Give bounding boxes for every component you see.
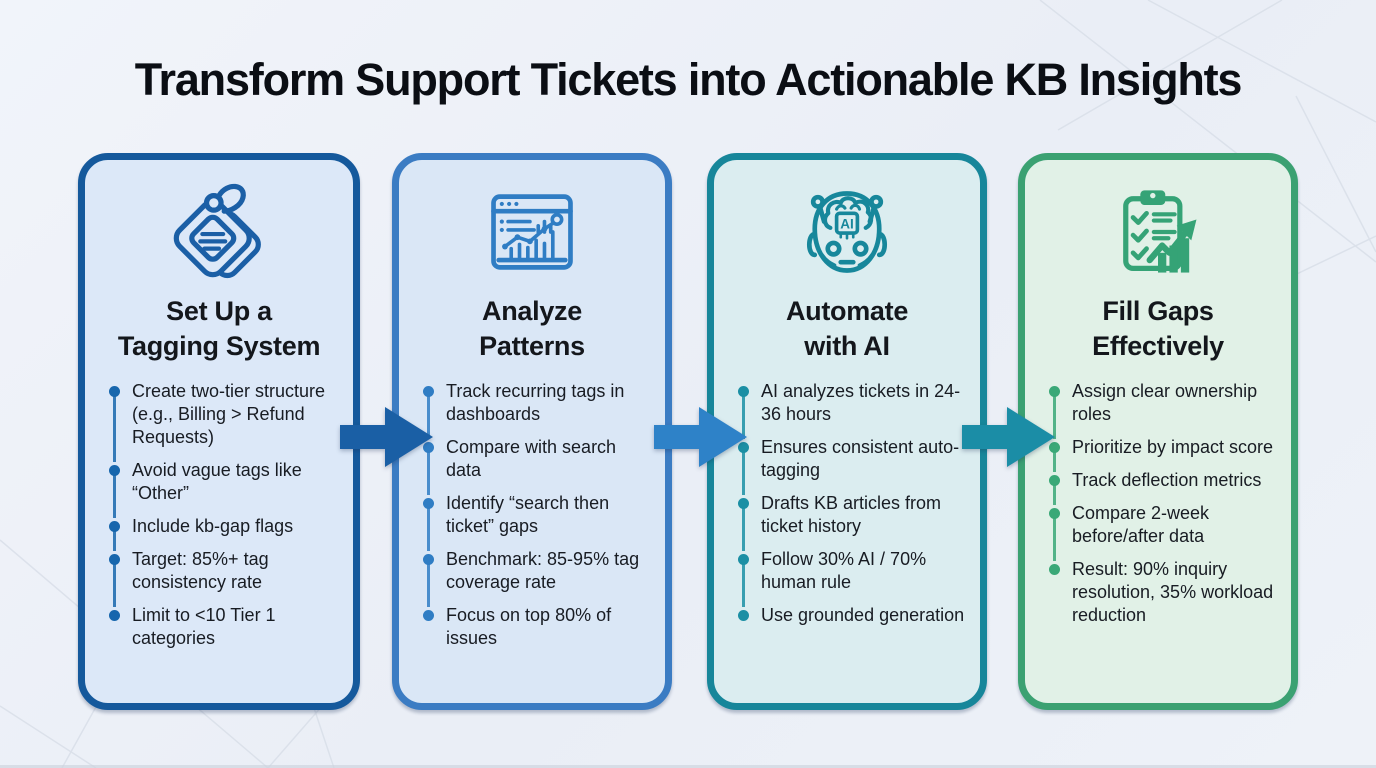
- bullet-text: Assign clear ownership roles: [1072, 381, 1258, 424]
- bullet-text: Compare with search data: [446, 437, 617, 480]
- bullet-text: Identify “search then ticket” gaps: [446, 493, 610, 536]
- bullet-list: Create two-tier structure (e.g., Billing…: [85, 380, 353, 650]
- bullet-item: Result: 90% inquiry resolution, 35% work…: [1049, 558, 1281, 627]
- dashboard-chart-icon: [491, 194, 573, 270]
- svg-text:AI: AI: [840, 216, 854, 231]
- bullet-dot: [738, 554, 749, 565]
- card-icon-box: [1025, 180, 1291, 284]
- card-title-line: Fill Gaps: [1102, 296, 1214, 326]
- step-card-automate-with-ai: AI Automate with AI AI analyzes tickets i…: [707, 153, 987, 710]
- bullet-dot: [423, 610, 434, 621]
- bullet-dot: [1049, 508, 1060, 519]
- bullet-dot: [109, 465, 120, 476]
- page-title: Transform Support Tickets into Actionabl…: [134, 54, 1243, 105]
- card-title-line: Set Up a: [166, 296, 272, 326]
- bullet-dot: [1049, 475, 1060, 486]
- bullet-list: Track recurring tags in dashboards Compa…: [399, 380, 665, 650]
- bullet-list: AI analyzes tickets in 24-36 hours Ensur…: [714, 380, 980, 627]
- bullet-dot: [109, 521, 120, 532]
- bullet-dot: [1049, 442, 1060, 453]
- bullet-dot: [738, 386, 749, 397]
- bullet-text: Result: 90% inquiry resolution, 35% work…: [1072, 559, 1274, 625]
- bullet-item: Compare 2-week before/after data: [1049, 502, 1281, 561]
- bullet-item: Drafts KB articles from ticket history: [738, 492, 970, 551]
- card-icon-box: [399, 180, 665, 284]
- tag-icon: [173, 183, 261, 279]
- step-card-tagging-system: Set Up a Tagging System Create two-tier s…: [78, 153, 360, 710]
- bullet-dot: [1049, 386, 1060, 397]
- flow-arrow-icon-3: [962, 407, 1055, 467]
- bullet-item: Target: 85%+ tag consistency rate: [109, 548, 343, 607]
- bullet-dot: [109, 610, 120, 621]
- bullet-text: Target: 85%+ tag consistency rate: [132, 549, 269, 592]
- bullet-text: Benchmark: 85-95% tag coverage rate: [446, 549, 640, 592]
- bullet-item: Limit to <10 Tier 1 categories: [109, 604, 343, 650]
- bullet-text: Drafts KB articles from ticket history: [761, 493, 942, 536]
- bullet-list: Assign clear ownership roles Prioritize …: [1025, 380, 1291, 627]
- bullet-dot: [109, 386, 120, 397]
- bullet-item: Compare with search data: [423, 436, 655, 495]
- bullet-item: Focus on top 80% of issues: [423, 604, 655, 650]
- bullet-item: Prioritize by impact score: [1049, 436, 1281, 472]
- card-title-line: Analyze: [482, 296, 582, 326]
- card-icon-box: [85, 180, 353, 284]
- flow-arrow-icon-1: [340, 407, 433, 467]
- bullet-dot: [109, 554, 120, 565]
- bullet-text: Compare 2-week before/after data: [1072, 503, 1210, 546]
- bottom-edge-line: [0, 765, 1376, 768]
- bullet-dot: [738, 498, 749, 509]
- card-icon-box: AI: [714, 180, 980, 284]
- bullet-item: Use grounded generation: [738, 604, 970, 627]
- ai-robot-icon: AI: [806, 191, 888, 273]
- bullet-item: Include kb-gap flags: [109, 515, 343, 551]
- card-title-line: Effectively: [1092, 331, 1224, 361]
- bullet-text: Focus on top 80% of issues: [446, 605, 612, 648]
- bullet-dot: [1049, 564, 1060, 575]
- bullet-dot: [423, 442, 434, 453]
- flow-arrow-icon-2: [654, 407, 747, 467]
- bullet-item: Ensures consistent auto-tagging: [738, 436, 970, 495]
- bullet-dot: [738, 442, 749, 453]
- bullet-text: Ensures consistent auto-tagging: [761, 437, 960, 480]
- bullet-item: Track deflection metrics: [1049, 469, 1281, 505]
- bullet-dot: [423, 554, 434, 565]
- bullet-text: Limit to <10 Tier 1 categories: [132, 605, 276, 648]
- bullet-dot: [423, 498, 434, 509]
- card-title-line: Automate: [785, 296, 909, 326]
- bullet-text: Create two-tier structure (e.g., Billing…: [132, 381, 326, 447]
- bullet-text: Follow 30% AI / 70% human rule: [761, 549, 927, 592]
- clipboard-growth-icon: [1123, 190, 1197, 273]
- bullet-item: Track recurring tags in dashboards: [423, 380, 655, 439]
- bullet-dot: [423, 386, 434, 397]
- bullet-text: Avoid vague tags like “Other”: [132, 460, 302, 503]
- card-title-line: with AI: [804, 331, 890, 361]
- bullet-item: AI analyzes tickets in 24-36 hours: [738, 380, 970, 439]
- bullet-item: Follow 30% AI / 70% human rule: [738, 548, 970, 607]
- bullet-text: Track deflection metrics: [1072, 470, 1262, 490]
- bullet-item: Create two-tier structure (e.g., Billing…: [109, 380, 343, 462]
- card-title: Set Up a Tagging System: [95, 294, 343, 364]
- card-title: Automate with AI: [724, 294, 970, 364]
- bullet-item: Identify “search then ticket” gaps: [423, 492, 655, 551]
- bullet-text: Include kb-gap flags: [132, 516, 294, 536]
- bullet-item: Benchmark: 85-95% tag coverage rate: [423, 548, 655, 607]
- card-title-line: Tagging System: [117, 331, 321, 361]
- bullet-item: Assign clear ownership roles: [1049, 380, 1281, 439]
- bullet-dot: [738, 610, 749, 621]
- bullet-text: Track recurring tags in dashboards: [446, 381, 625, 424]
- bullet-item: Avoid vague tags like “Other”: [109, 459, 343, 518]
- bullet-text: Use grounded generation: [761, 605, 965, 625]
- bullet-text: AI analyzes tickets in 24-36 hours: [761, 381, 961, 424]
- card-title-line: Patterns: [479, 331, 585, 361]
- bullet-text: Prioritize by impact score: [1072, 437, 1274, 457]
